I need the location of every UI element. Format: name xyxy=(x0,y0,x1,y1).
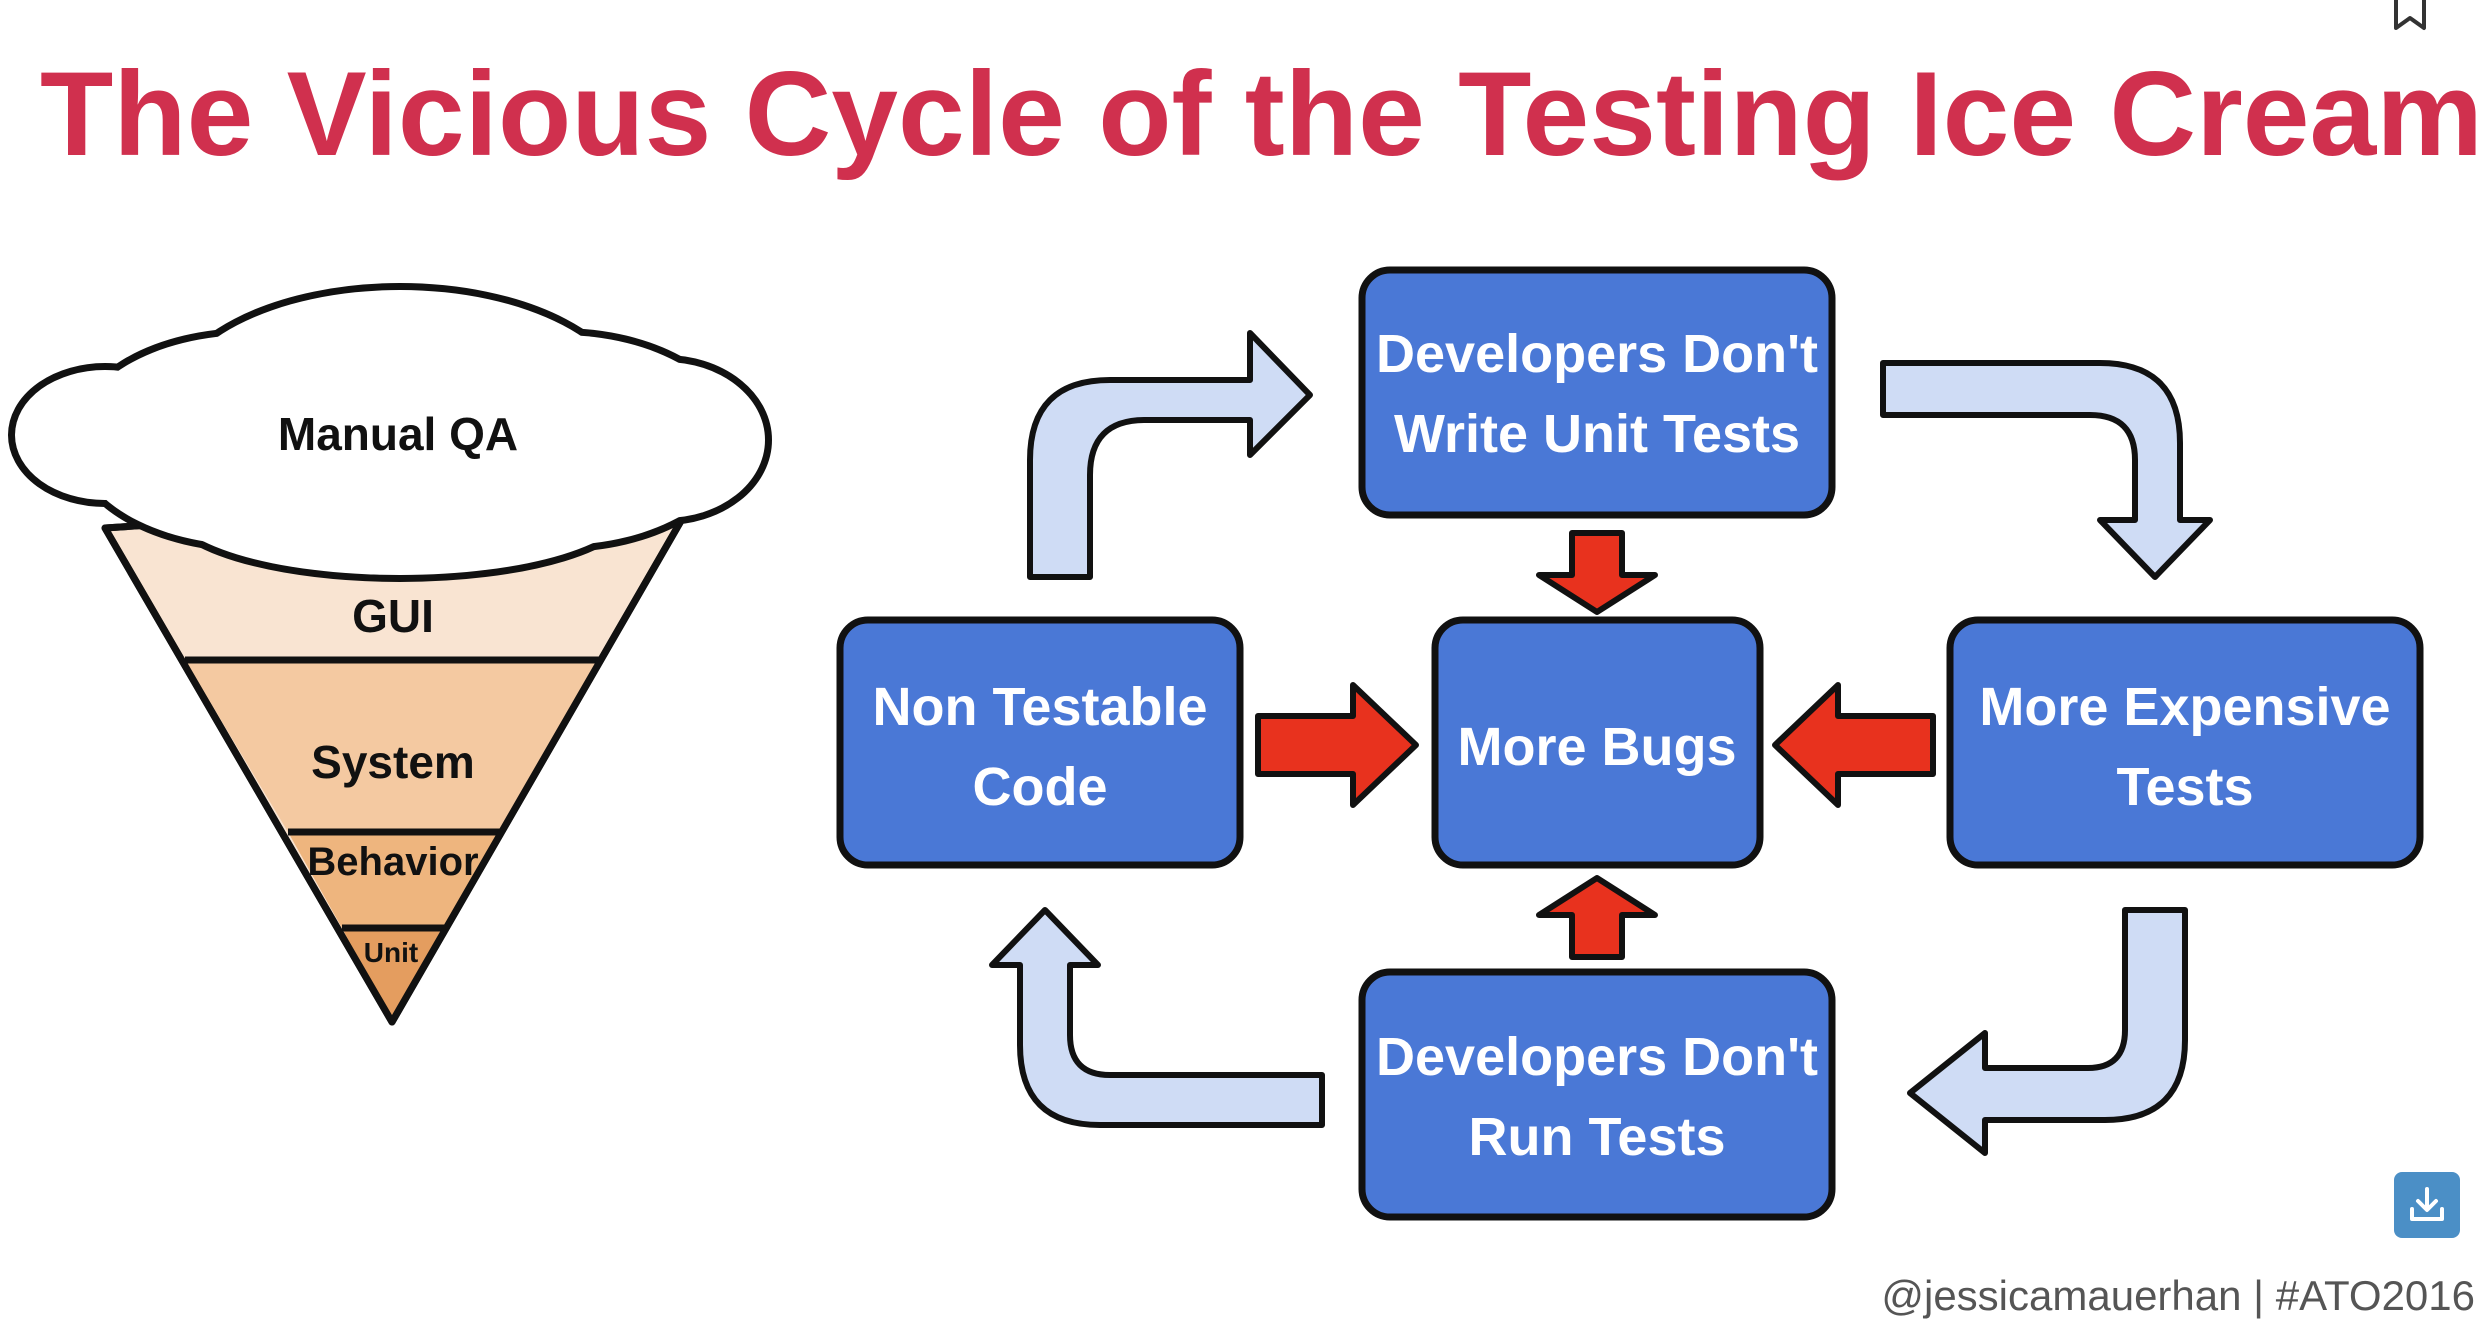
box-top-line-2: Write Unit Tests xyxy=(1394,404,1800,464)
layer-label-behavior: Behavior xyxy=(307,840,478,884)
box-center-label: More Bugs xyxy=(1457,717,1736,777)
red-arrow-left xyxy=(1772,682,1936,808)
cycle-box-bottom: Developers Don't Run Tests xyxy=(1358,968,1836,1221)
arrow-left-to-top xyxy=(1027,330,1313,580)
download-button[interactable] xyxy=(2394,1172,2460,1238)
cycle-box-top: Developers Don't Write Unit Tests xyxy=(1358,266,1836,519)
page-title: The Vicious Cycle of the Testing Ice Cre… xyxy=(40,47,2484,181)
layer-label-gui: GUI xyxy=(352,590,434,642)
box-shape xyxy=(1946,616,2424,869)
box-left-line-1: Non Testable xyxy=(872,677,1207,737)
box-shape xyxy=(1358,266,1836,519)
red-arrow-down xyxy=(1536,530,1658,615)
box-shape xyxy=(1358,968,1836,1221)
box-right-line-2: Tests xyxy=(2116,757,2253,817)
footer-credit: @jessicamauerhan | #ATO2016 xyxy=(1881,1272,2475,1319)
cloud-label: Manual QA xyxy=(278,408,518,460)
ice-cream-cone: Manual QA GUI System Behavior Unit xyxy=(8,283,772,1026)
cone-layer-unit xyxy=(342,928,445,1022)
box-top-line-1: Developers Don't xyxy=(1376,324,1818,384)
arrow-bottom-to-left xyxy=(989,907,1325,1128)
arrow-top-to-right xyxy=(1880,360,2213,580)
box-shape xyxy=(836,616,1244,869)
cycle-box-left: Non Testable Code xyxy=(836,616,1244,869)
cycle-box-center: More Bugs xyxy=(1431,616,1764,869)
download-icon xyxy=(2410,1187,2444,1221)
cycle-arrows xyxy=(989,330,2213,1156)
box-bottom-line-2: Run Tests xyxy=(1468,1107,1725,1167)
box-bottom-line-1: Developers Don't xyxy=(1376,1027,1818,1087)
box-left-line-2: Code xyxy=(973,757,1108,817)
cone-layer-system xyxy=(185,660,600,832)
cone-layer-behavior xyxy=(288,832,500,928)
box-shape xyxy=(1431,616,1764,869)
red-arrows xyxy=(1255,530,1936,960)
layer-label-system: System xyxy=(311,736,475,788)
manual-qa-cloud xyxy=(8,283,772,582)
bookmark-icon[interactable] xyxy=(2390,0,2430,39)
red-arrow-right xyxy=(1255,682,1419,808)
cycle-box-right: More Expensive Tests xyxy=(1946,616,2424,869)
box-right-line-1: More Expensive xyxy=(1979,677,2390,737)
red-arrow-up xyxy=(1536,875,1658,960)
arrow-right-to-bottom xyxy=(1907,907,2188,1156)
layer-label-unit: Unit xyxy=(364,937,418,968)
